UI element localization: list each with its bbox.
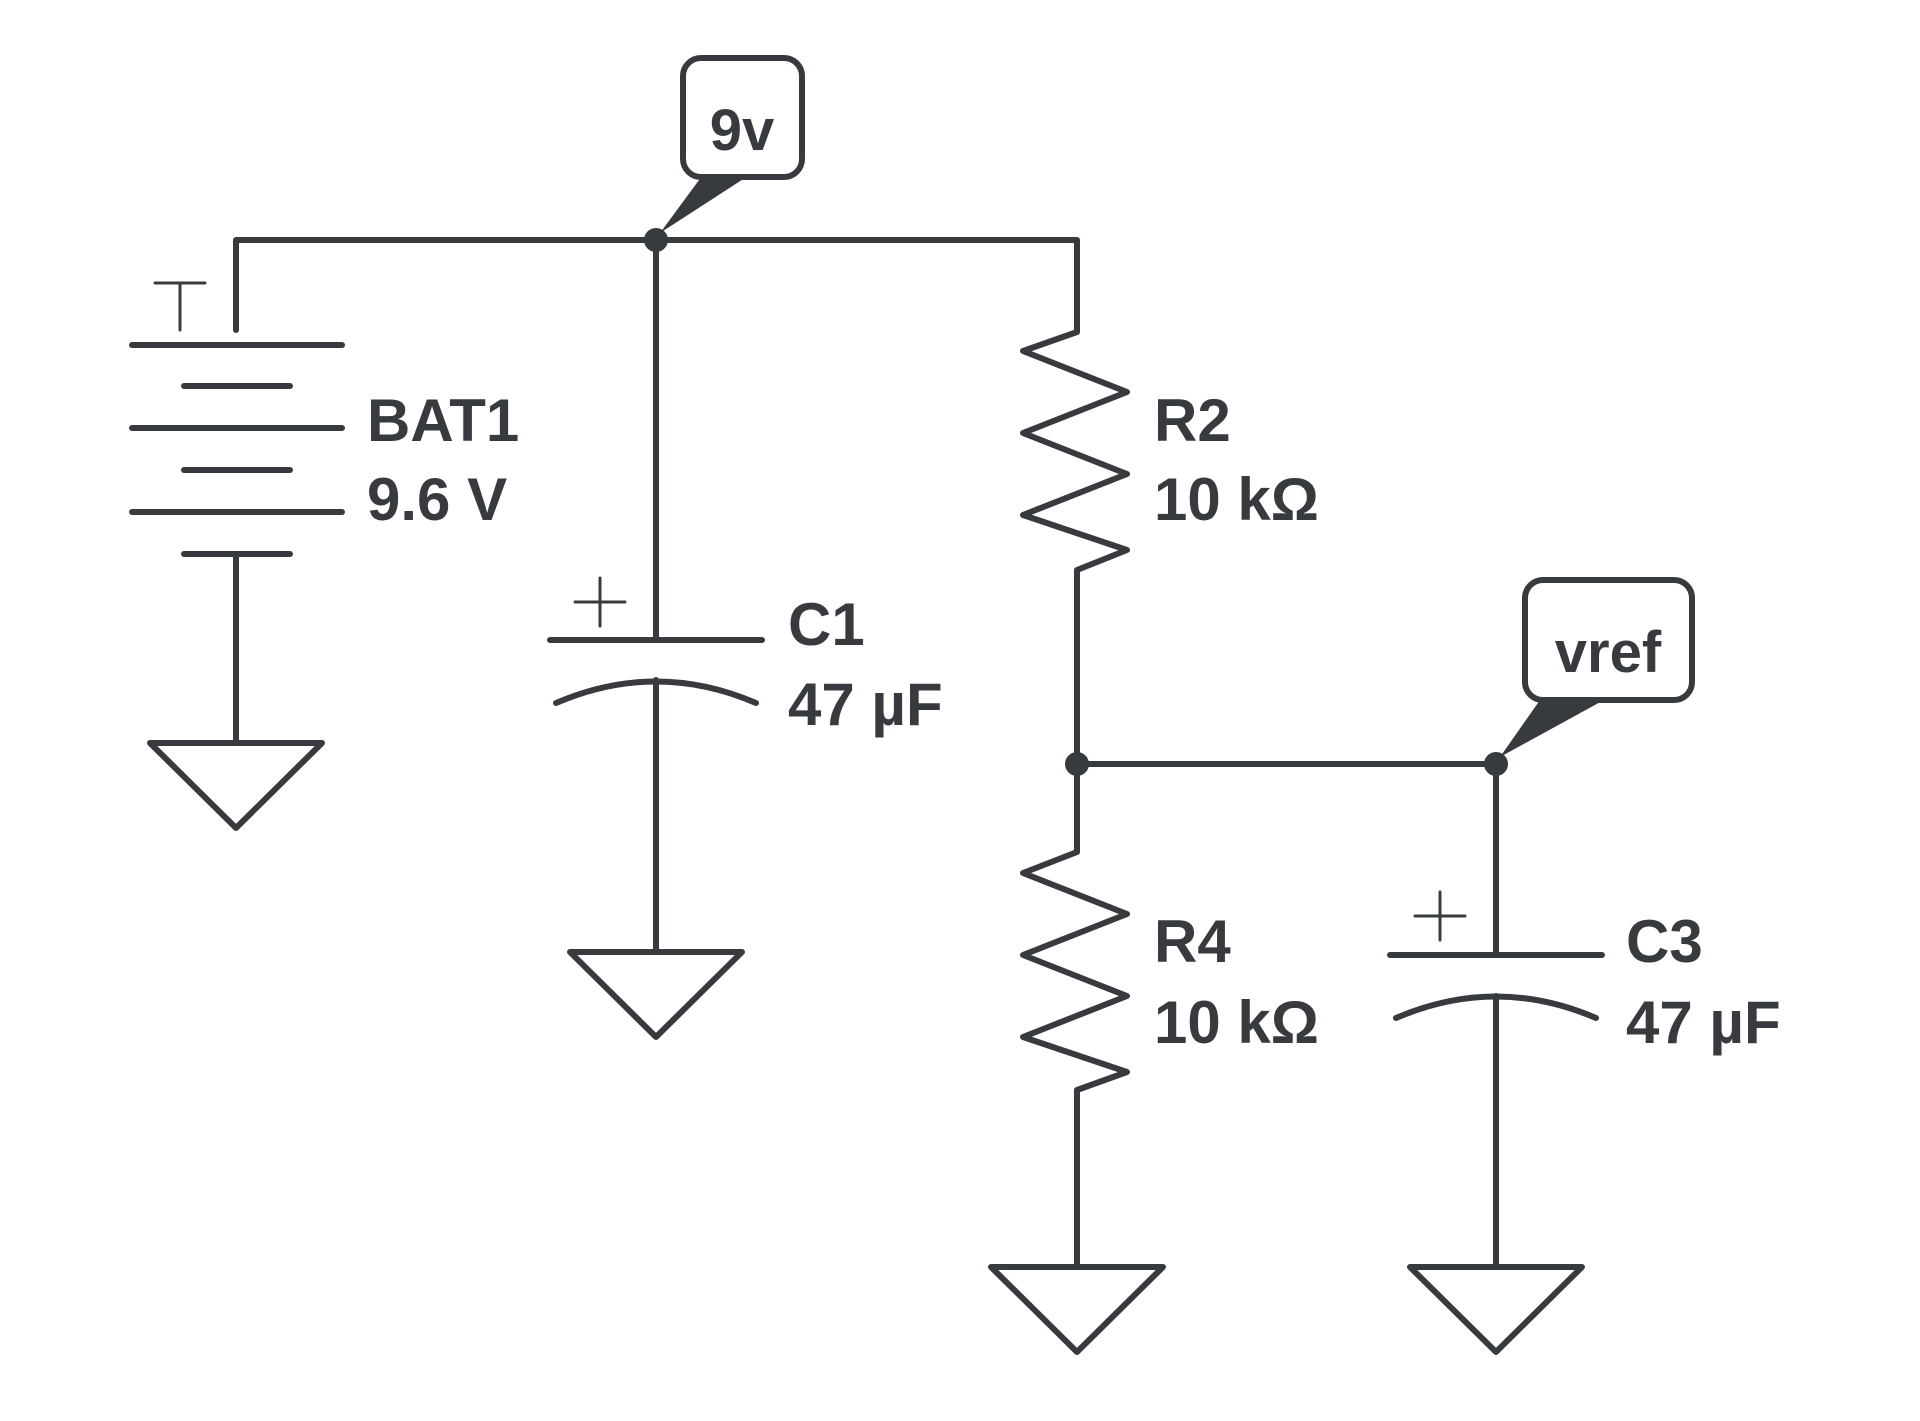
capacitor-c3 xyxy=(1387,761,1605,1270)
plus-mark-bat1 xyxy=(153,281,207,332)
net-label-9v: 9v xyxy=(660,55,805,233)
capacitor-c1 xyxy=(547,237,765,955)
r2-value: 10 kΩ xyxy=(1154,466,1319,533)
ground-c1 xyxy=(567,949,745,1040)
battery-bat1 xyxy=(129,281,345,746)
c3-ref: C3 xyxy=(1626,908,1703,975)
r2-ref: R2 xyxy=(1154,387,1231,454)
r4-value: 10 kΩ xyxy=(1154,989,1319,1056)
net-label-9v-text: 9v xyxy=(710,98,775,163)
plus-mark-c1 xyxy=(573,576,627,628)
bat1-ref: BAT1 xyxy=(367,387,519,454)
resistor-r2 xyxy=(1020,329,1130,767)
bat1-value: 9.6 V xyxy=(367,466,507,533)
ground-c3 xyxy=(1407,1264,1585,1355)
resistor-r4 xyxy=(1020,761,1130,1270)
c3-value: 47 µF xyxy=(1626,989,1781,1056)
ground-bat1 xyxy=(147,740,325,831)
r4-ref: R4 xyxy=(1154,908,1231,975)
ground-r4 xyxy=(988,1264,1166,1355)
net-label-vref: vref xyxy=(1500,577,1695,757)
net-label-vref-text: vref xyxy=(1555,620,1662,685)
c1-ref: C1 xyxy=(788,591,865,658)
plus-mark-c3 xyxy=(1413,890,1467,942)
c1-value: 47 µF xyxy=(788,671,943,738)
